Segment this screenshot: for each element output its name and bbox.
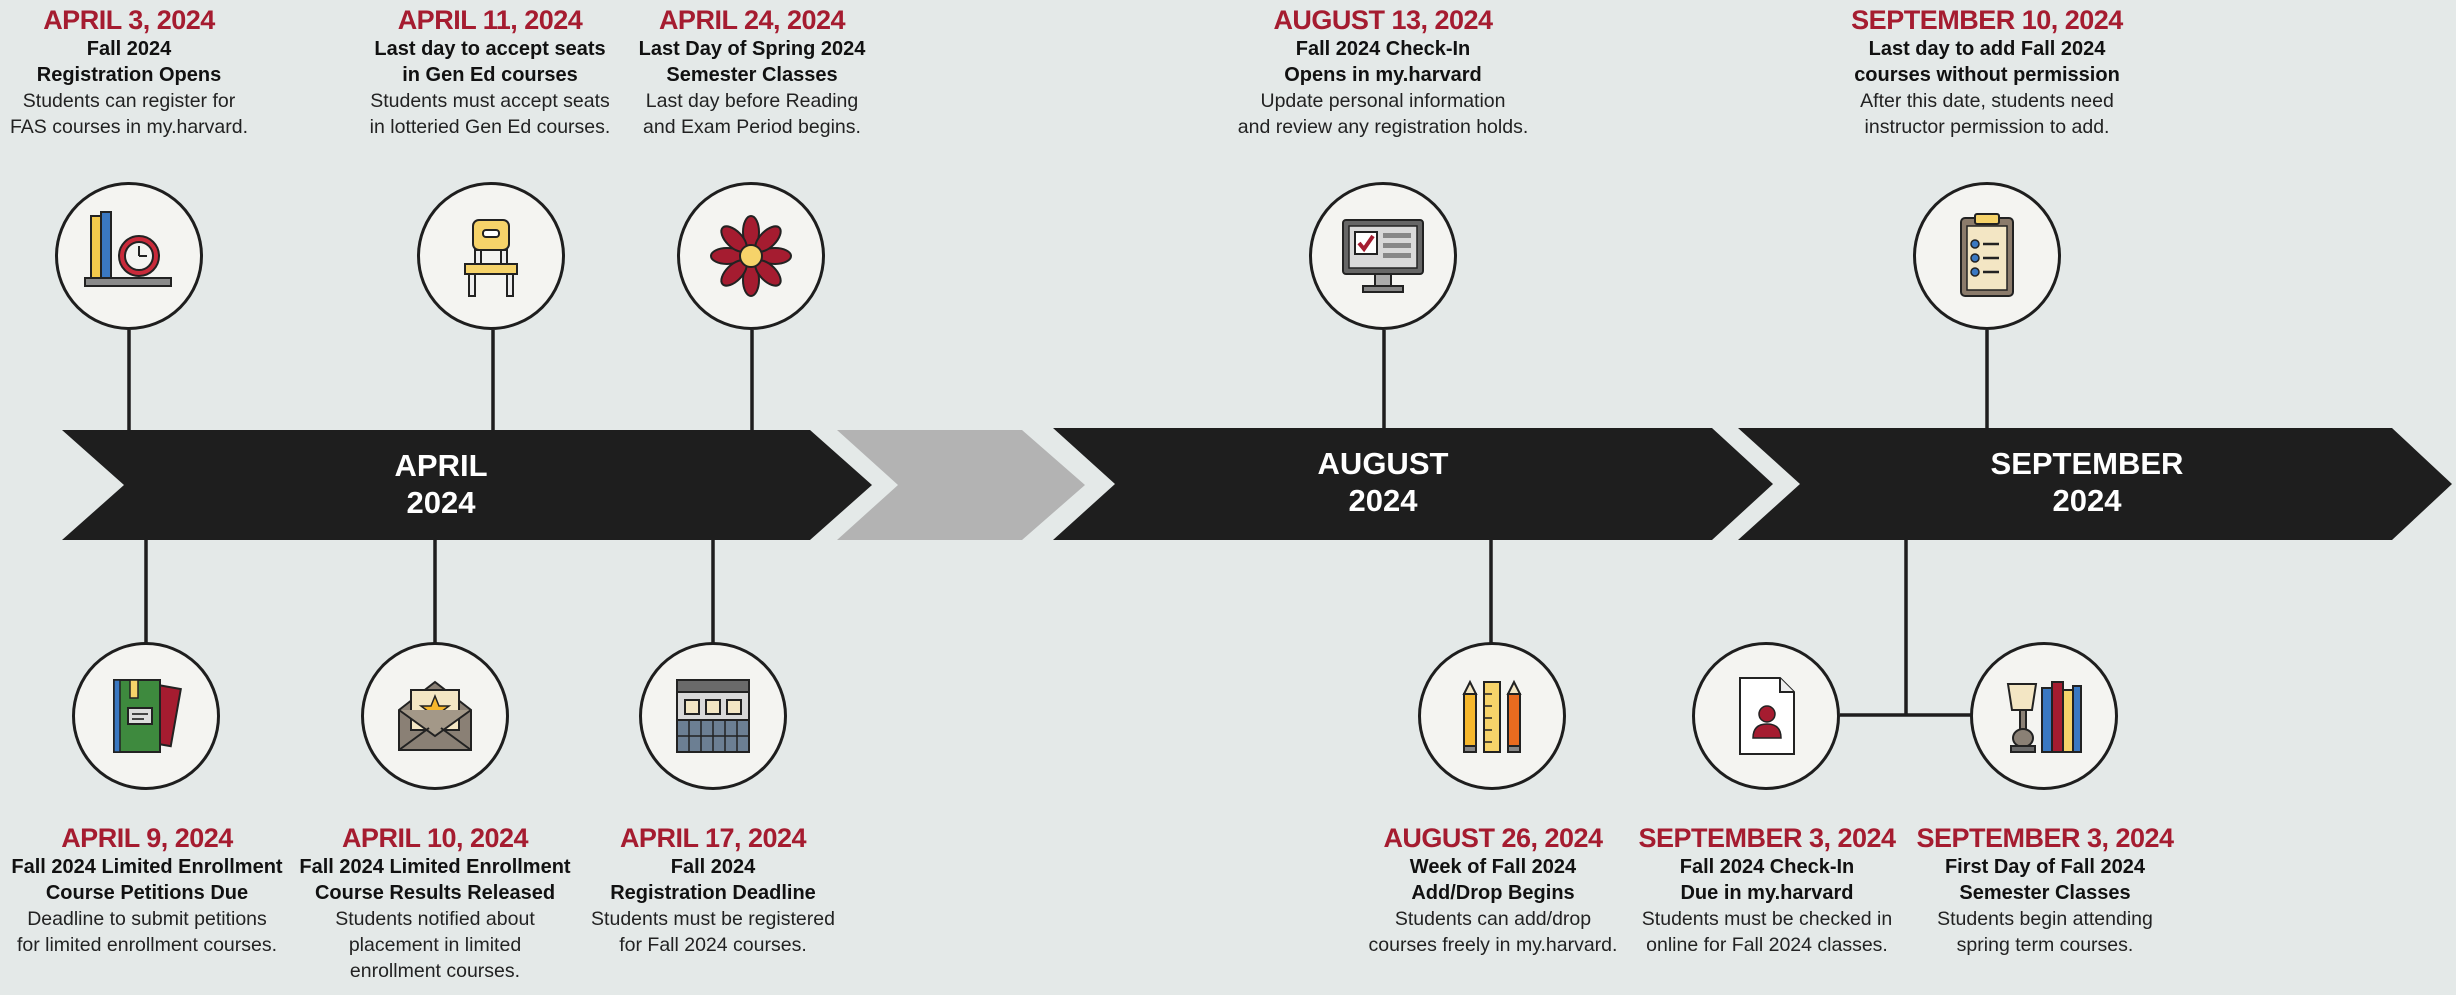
computer-checklist-icon	[1309, 182, 1457, 330]
event-september-3-classes: SEPTEMBER 3, 2024 First Day of Fall 2024…	[1895, 822, 2195, 958]
event-date: APRIL 17, 2024	[619, 823, 807, 853]
event-title: Fall 2024 Registration Deadline	[610, 856, 816, 904]
event-title: Fall 2024 Registration Opens	[36, 38, 222, 86]
event-description: Students must accept seats in lotteried …	[369, 90, 611, 138]
lamp-books-icon	[1970, 642, 2118, 790]
event-april-10: APRIL 10, 2024 Fall 2024 Limited Enrollm…	[285, 822, 585, 984]
calendar-icon	[639, 642, 787, 790]
event-september-3-checkin: SEPTEMBER 3, 2024 Fall 2024 Check-In Due…	[1617, 822, 1917, 958]
event-description: Students must be checked in online for F…	[1641, 908, 1893, 956]
event-august-26: AUGUST 26, 2024 Week of Fall 2024 Add/Dr…	[1343, 822, 1643, 958]
event-description: Students can register for FAS courses in…	[9, 90, 249, 138]
event-date: AUGUST 26, 2024	[1383, 823, 1603, 853]
event-description: Students can add/drop courses freely in …	[1368, 908, 1618, 956]
event-description: Deadline to submit petitions for limited…	[16, 908, 278, 956]
event-description: Update personal information and review a…	[1237, 90, 1529, 138]
event-date: AUGUST 13, 2024	[1273, 5, 1493, 35]
event-title: Last day to accept seats in Gen Ed cours…	[374, 38, 606, 86]
event-august-13: AUGUST 13, 2024 Fall 2024 Check-In Opens…	[1233, 4, 1533, 140]
event-april-11: APRIL 11, 2024 Last day to accept seats …	[340, 4, 640, 140]
chair-icon	[417, 182, 565, 330]
august-chevron	[1053, 428, 1773, 540]
month-label-september: SEPTEMBER 2024	[1990, 446, 2184, 518]
event-description: After this date, students need instructo…	[1860, 90, 2114, 138]
event-april-24: APRIL 24, 2024 Last Day of Spring 2024 S…	[602, 4, 902, 140]
month-label-april: APRIL 2024	[394, 448, 488, 520]
month-label-august: AUGUST 2024	[1317, 446, 1449, 518]
event-title: Last day to add Fall 2024 courses withou…	[1854, 38, 2120, 86]
event-date: SEPTEMBER 3, 2024	[1916, 823, 2174, 853]
pencils-ruler-icon	[1418, 642, 1566, 790]
april-chevron	[62, 430, 872, 540]
event-april-9: APRIL 9, 2024 Fall 2024 Limited Enrollme…	[0, 822, 297, 958]
event-title: Last Day of Spring 2024 Semester Classes	[638, 38, 866, 86]
event-description: Students must be registered for Fall 202…	[591, 908, 835, 956]
event-title: Fall 2024 Check-In Due in my.harvard	[1679, 856, 1855, 904]
event-date: SEPTEMBER 3, 2024	[1638, 823, 1896, 853]
gap-chevron	[837, 430, 1085, 540]
event-date: APRIL 9, 2024	[61, 823, 233, 853]
event-title: Week of Fall 2024 Add/Drop Begins	[1409, 856, 1577, 904]
event-date: APRIL 10, 2024	[341, 823, 529, 853]
september-chevron	[1738, 428, 2452, 540]
event-april-3: APRIL 3, 2024 Fall 2024 Registration Ope…	[0, 4, 279, 140]
event-date: APRIL 3, 2024	[43, 5, 215, 35]
event-description: Students notified about placement in lim…	[335, 908, 535, 982]
event-date: SEPTEMBER 10, 2024	[1851, 5, 2123, 35]
event-september-10: SEPTEMBER 10, 2024 Last day to add Fall …	[1837, 4, 2137, 140]
flower-icon	[677, 182, 825, 330]
envelope-star-icon	[361, 642, 509, 790]
event-title: Fall 2024 Limited Enrollment Course Peti…	[11, 856, 283, 904]
event-title: Fall 2024 Limited Enrollment Course Resu…	[299, 856, 571, 904]
event-date: APRIL 11, 2024	[397, 5, 583, 35]
event-description: Students begin attending spring term cou…	[1937, 908, 2153, 956]
event-date: APRIL 24, 2024	[658, 5, 846, 35]
event-description: Last day before Reading and Exam Period …	[643, 90, 861, 138]
book-icon	[72, 642, 220, 790]
event-title: Fall 2024 Check-In Opens in my.harvard	[1284, 38, 1482, 86]
clipboard-icon	[1913, 182, 2061, 330]
event-title: First Day of Fall 2024 Semester Classes	[1944, 856, 2146, 904]
event-april-17: APRIL 17, 2024 Fall 2024 Registration De…	[563, 822, 863, 958]
profile-document-icon	[1692, 642, 1840, 790]
books-clock-icon	[55, 182, 203, 330]
